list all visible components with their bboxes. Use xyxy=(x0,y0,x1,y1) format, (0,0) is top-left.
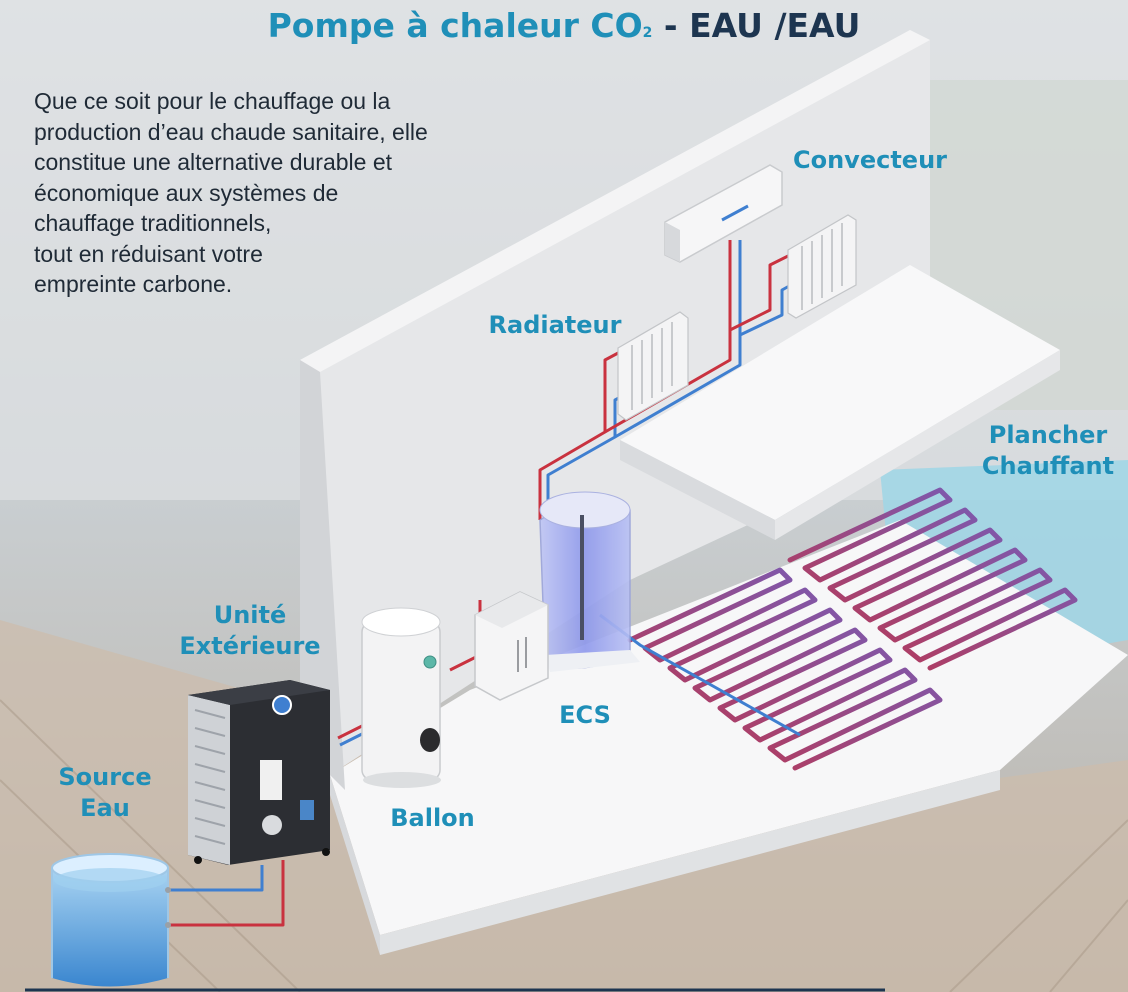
floor-slab-front xyxy=(380,770,1000,955)
label-ecs: ECS xyxy=(559,701,611,729)
label-source-line1: Source xyxy=(58,763,152,791)
title-subscript: 2 xyxy=(642,25,653,41)
radiator-upper xyxy=(787,214,857,319)
intro-line: production d’eau chaude sanitaire, elle xyxy=(34,118,428,145)
underfloor-heating-coils xyxy=(627,487,1078,771)
upper-slab-front xyxy=(775,350,1060,540)
shower-cabin xyxy=(539,491,640,672)
label-unite-line1: Unité xyxy=(213,601,287,629)
intro-paragraph: Que ce soit pour le chauffage ou la prod… xyxy=(34,86,504,300)
back-wall-top xyxy=(300,30,930,372)
intro-line: Que ce soit pour le chauffage ou la xyxy=(34,88,391,114)
label-source-line2: Eau xyxy=(80,794,130,823)
label-plancher-line1: Plancher xyxy=(988,421,1108,449)
floor-slab-edge xyxy=(330,775,380,955)
label-unite-exterieure: Unité Extérieure xyxy=(165,600,335,662)
exterior-heat-pump-unit xyxy=(188,680,330,865)
title-suffix: - EAU /EAU xyxy=(663,6,861,45)
upper-slab-edge xyxy=(620,440,775,540)
intro-line: constitue une alternative durable et xyxy=(34,149,393,176)
intro-line: économique aux systèmes de xyxy=(34,179,339,206)
hot-water-tank xyxy=(361,607,441,788)
intro-line: tout en réduisant votre xyxy=(34,240,263,267)
label-plancher-chauffant: Plancher Chauffant xyxy=(968,420,1128,482)
page-title: Pompe à chaleur CO2 - EAU /EAU xyxy=(0,6,1128,45)
convector-unit xyxy=(664,164,783,263)
intro-line: chauffage traditionnels, xyxy=(34,210,272,237)
label-source-eau: Source Eau xyxy=(40,762,170,824)
label-ballon: Ballon xyxy=(390,804,475,832)
back-wall-side xyxy=(300,360,345,790)
label-plancher-line2: Chauffant xyxy=(981,452,1115,481)
water-source-tank xyxy=(51,853,171,987)
label-unite-line2: Extérieure xyxy=(179,632,321,661)
title-main: Pompe à chaleur CO xyxy=(267,6,643,45)
upper-slab xyxy=(620,265,1060,520)
label-convecteur: Convecteur xyxy=(792,146,947,174)
vanity-unit xyxy=(474,591,549,701)
intro-line: empreinte carbone. xyxy=(34,271,233,298)
radiator-lower xyxy=(617,311,689,421)
label-radiateur: Radiateur xyxy=(488,311,622,339)
